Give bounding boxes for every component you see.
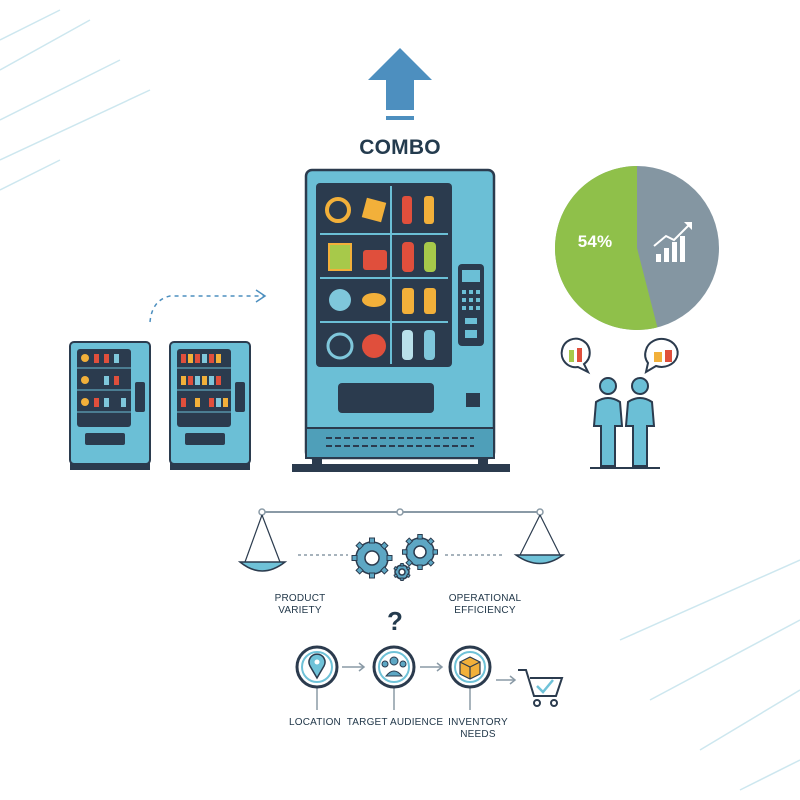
- pie-chart: [554, 166, 719, 330]
- gear-tooth: [405, 573, 411, 579]
- customers-icon: [560, 337, 679, 469]
- arrow-right-3: [496, 675, 517, 685]
- gear-tooth: [380, 566, 389, 575]
- gear-tooth: [432, 549, 438, 555]
- gear-tooth: [355, 566, 364, 575]
- gear-tooth: [351, 555, 358, 561]
- dashed-arrow: [149, 289, 267, 323]
- gear-tooth: [417, 564, 423, 570]
- small-vending-machine-1: [69, 341, 151, 470]
- flow-label-inventory-needs: INVENTORY NEEDS: [448, 717, 508, 740]
- gear-tooth: [386, 555, 393, 561]
- small-vending-machine-2: [169, 341, 251, 470]
- up-arrow-icon: [368, 48, 432, 120]
- gear-tooth: [426, 558, 435, 567]
- gear-tooth: [405, 537, 414, 546]
- product-variety-label: PRODUCT VARIETY: [274, 593, 326, 616]
- gear-teeth: [351, 534, 438, 581]
- gear-tooth: [369, 572, 375, 579]
- gear-tooth: [402, 549, 408, 555]
- gear-tooth: [393, 565, 399, 571]
- arrow-right-2: [420, 662, 444, 672]
- gear-tooth: [405, 558, 414, 567]
- flow-label-location: LOCATION: [289, 717, 341, 728]
- gear-tooth: [369, 537, 375, 544]
- pie-percent-label: 54%: [577, 232, 613, 251]
- gear-tooth: [417, 534, 423, 540]
- shopping-cart-check-icon: [518, 669, 564, 707]
- combo-vending-machine: [292, 168, 510, 472]
- question-mark: ?: [386, 606, 404, 636]
- people-group-icon: [372, 645, 416, 689]
- gears-icon: [355, 537, 435, 580]
- pie-slice-main: [554, 166, 658, 330]
- gear-tooth: [400, 577, 404, 581]
- page-title: COMBO: [359, 136, 441, 159]
- box-icon: [448, 645, 492, 689]
- flow-row: [295, 645, 564, 710]
- gear-tooth: [380, 541, 389, 550]
- gear-tooth: [405, 565, 411, 571]
- gear-tooth: [393, 573, 399, 579]
- balance-scale: [237, 508, 566, 572]
- location-pin-icon: [295, 645, 339, 689]
- gear-tooth: [355, 541, 364, 550]
- gear-tooth: [400, 563, 404, 567]
- flow-label-target-audience: TARGET AUDIENCE: [346, 717, 444, 728]
- operational-efficiency-label: OPERATIONAL EFFICIENCY: [448, 593, 522, 616]
- growth-chart-icon: [653, 222, 692, 262]
- gear-tooth: [426, 537, 435, 546]
- arrow-right-1: [342, 662, 366, 672]
- background-lines: [0, 9, 800, 791]
